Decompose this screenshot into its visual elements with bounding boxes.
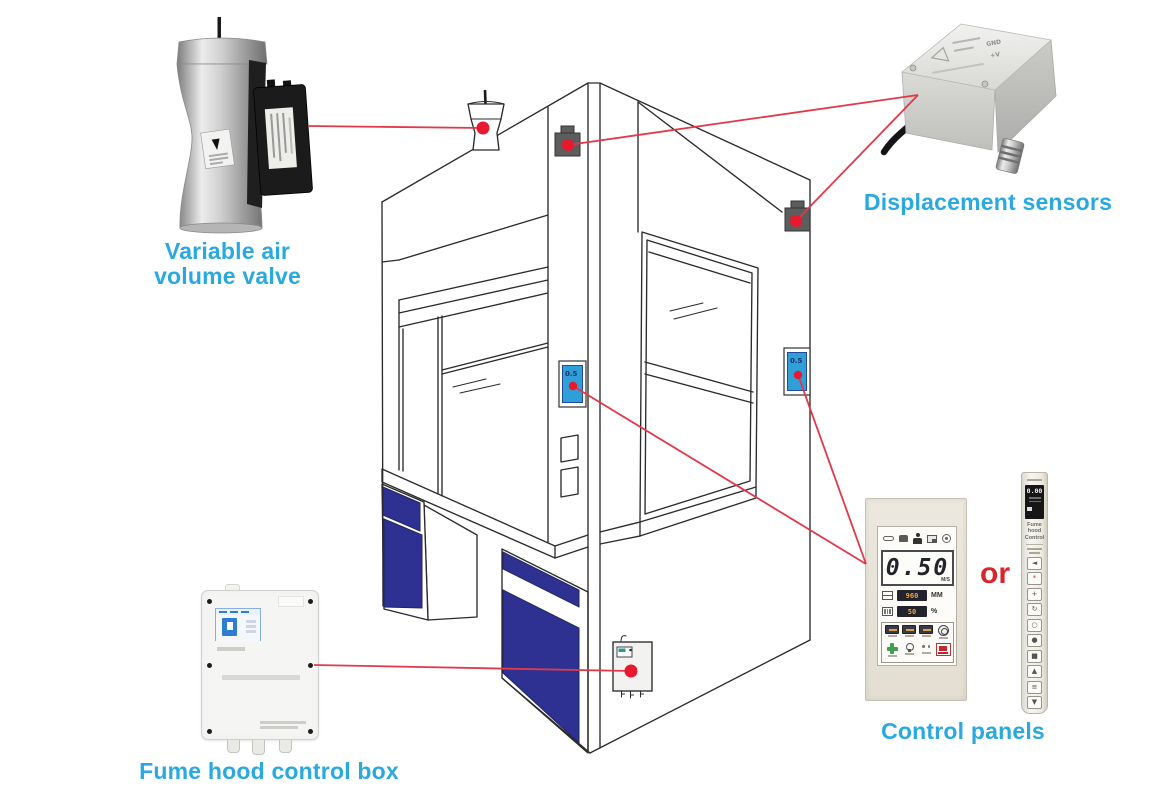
strip-button[interactable]: +: [1027, 587, 1042, 601]
displacement-sensor-photo: GND +V: [880, 23, 1057, 174]
fume-hood-outline: [381, 82, 811, 754]
navigation-button[interactable]: [886, 643, 898, 654]
fan-button[interactable]: [937, 625, 949, 636]
sensor-connector: [995, 138, 1025, 174]
panel-mode-icons: [881, 531, 953, 546]
sensor-gnd-text: GND: [986, 39, 1002, 48]
mode-button-3[interactable]: [919, 625, 933, 634]
strip-display: 0.00: [1025, 485, 1044, 519]
control-panels-label: Control panels: [881, 718, 1045, 744]
light-button[interactable]: [906, 643, 914, 652]
exhaust-funnel: [467, 89, 505, 151]
strip-button[interactable]: ◄: [1027, 556, 1042, 570]
hood-control-box-icon: [612, 635, 653, 699]
aux-button[interactable]: [922, 643, 930, 651]
mode-button-2[interactable]: [902, 625, 916, 634]
hood-screen-left-value: 0.5: [565, 370, 578, 378]
link-icon: [883, 536, 894, 541]
velocity-value: 0.50: [885, 555, 950, 581]
sash-icon: [882, 591, 893, 600]
vav-valve-label: Variable air volume valve: [154, 238, 301, 289]
strip-button[interactable]: ▼: [1027, 696, 1042, 710]
mode-button-1[interactable]: [885, 625, 899, 634]
percent-value: 50: [897, 606, 927, 617]
screw-icon: [308, 729, 313, 734]
screw-icon: [207, 729, 212, 734]
strip-buttons: ◄ *+ ↻○ ●■ ▲≡ ▼: [1027, 556, 1042, 710]
vav-valve-photo: [176, 17, 313, 234]
sash-height-unit: MM: [931, 592, 943, 599]
control-box-tab: [225, 584, 240, 592]
cable-gland: [252, 740, 265, 755]
circuit-breaker[interactable]: [215, 608, 261, 642]
valve-antenna: [217, 17, 221, 41]
strip-button[interactable]: ●: [1027, 634, 1042, 648]
strip-brand-text: [1027, 479, 1042, 481]
person-icon: [913, 533, 922, 544]
strip-display-value: 0.00: [1026, 487, 1043, 495]
fume-hood-control-box-photo: [201, 584, 319, 756]
strip-label: Fume hood Control: [1024, 522, 1045, 541]
control-panel-main: 0.50 M/S 960 MM 50 %: [865, 498, 967, 701]
emergency-button[interactable]: [935, 643, 951, 656]
hood-left-window: [398, 266, 549, 497]
velocity-display: 0.50 M/S: [881, 550, 954, 586]
fan-icon: [942, 534, 951, 543]
valve-controller: [253, 79, 313, 196]
strip-button[interactable]: *: [1027, 572, 1042, 586]
hood-screen-left[interactable]: 0.5: [558, 360, 587, 408]
hood-cabinets: [381, 483, 589, 754]
screw-icon: [207, 599, 212, 604]
percent-row: 50 %: [882, 605, 954, 618]
wall-outlets[interactable]: [560, 434, 579, 498]
screw-icon: [207, 663, 212, 668]
control-panel-faceplate: 0.50 M/S 960 MM 50 %: [877, 526, 957, 666]
control-box-body: [201, 590, 319, 740]
panel-button-group: [881, 622, 954, 663]
valve-body-label: [200, 128, 235, 170]
control-panel-strip: 0.00 Fume hood Control ◄ *+ ↻○ ●■ ▲≡ ▼: [1021, 472, 1048, 714]
displacement-sensors-label: Displacement sensors: [863, 189, 1113, 215]
filter-icon: [882, 607, 893, 616]
hood-right-window: [639, 231, 759, 537]
hood-sensor-right: [784, 200, 811, 232]
strip-button[interactable]: ▲: [1027, 665, 1042, 679]
cable-gland: [279, 740, 292, 753]
cable-gland: [227, 740, 240, 753]
cabinet-door-left: [383, 518, 423, 609]
sensor-plusv-text: +V: [990, 51, 1001, 60]
or-label: or: [980, 557, 1010, 590]
breaker-toggle[interactable]: [222, 618, 237, 636]
velocity-unit: M/S: [941, 577, 950, 583]
hood-screen-right[interactable]: 0.5: [783, 347, 811, 396]
monitor-icon: [927, 534, 937, 543]
screw-icon: [308, 663, 313, 668]
strip-button[interactable]: ■: [1027, 649, 1042, 663]
percent-unit: %: [931, 608, 938, 615]
screw-icon: [308, 599, 313, 604]
sash-height-row: 960 MM: [882, 589, 954, 602]
strip-button[interactable]: ≡: [1027, 680, 1042, 694]
hood-sensor-left: [554, 125, 581, 157]
hand-icon: [899, 535, 908, 542]
fume-hood-control-box-label: Fume hood control box: [139, 758, 399, 784]
sensor-top-markings: GND +V: [930, 37, 1002, 74]
hood-screen-right-value: 0.5: [790, 357, 803, 365]
sash-height-value: 960: [897, 590, 927, 601]
strip-button[interactable]: ○: [1027, 618, 1042, 632]
strip-button[interactable]: ↻: [1027, 603, 1042, 617]
cabinet-door-center-top: [502, 551, 580, 608]
